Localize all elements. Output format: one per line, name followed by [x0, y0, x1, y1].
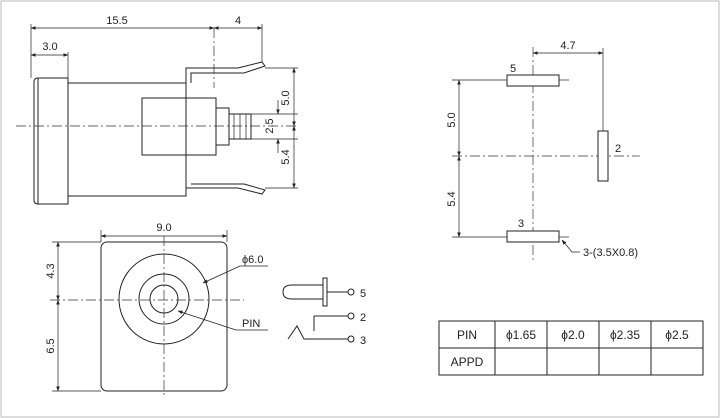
footprint-pad-3: [506, 230, 560, 243]
footprint-note: 3-(3.5X0.8): [583, 247, 638, 259]
footprint-pin-5: 5: [510, 63, 516, 75]
schematic: 5 2 3: [282, 277, 366, 347]
dim-upper: 5.0: [280, 90, 292, 105]
dim-footprint-lower: 5.4: [446, 191, 458, 206]
dim-front-lower: 6.5: [45, 338, 57, 353]
footprint-pad-5: [506, 74, 560, 87]
dim-length: 15.5: [106, 15, 127, 27]
schematic-pin-5: 5: [360, 288, 366, 300]
dim-width: 9.0: [156, 222, 171, 234]
table-row-appd: APPD: [451, 355, 484, 369]
table-col-4: ϕ2.5: [665, 328, 689, 342]
table-col-3: ϕ2.35: [610, 328, 640, 342]
footprint-pin-3: 3: [518, 218, 524, 230]
schematic-pin-2: 2: [360, 312, 366, 324]
front-view: 9.0 4.3 6.5 ϕ6.0 PIN: [45, 222, 268, 396]
dim-pin: 2.5: [264, 118, 276, 133]
table-col-2: ϕ2.0: [561, 328, 585, 342]
table-col-1: ϕ1.65: [506, 328, 536, 342]
dim-footprint-upper: 5.0: [446, 112, 458, 127]
label-diameter: ϕ6.0: [242, 254, 263, 266]
dim-tip: 4: [235, 15, 241, 27]
dim-front-upper: 4.3: [45, 263, 57, 278]
footprint-view: 5 2 3 4.7 5.0 5.4 3-(3.5X0.8): [446, 40, 640, 262]
footprint-pin-2: 2: [615, 143, 621, 155]
schematic-pin-3: 3: [360, 335, 366, 347]
dim-front: 3.0: [42, 41, 57, 53]
side-view: 15.5 4 3.0 5.0 2.5 5.4: [16, 15, 298, 205]
footprint-pad-2: [597, 130, 609, 182]
dim-lower: 5.4: [280, 149, 292, 164]
table-row-pin: PIN: [457, 328, 477, 342]
label-pin: PIN: [242, 318, 260, 330]
pin-table: PIN APPD ϕ1.65 ϕ2.0 ϕ2.35 ϕ2.5: [438, 320, 704, 376]
dim-horizontal: 4.7: [560, 40, 575, 52]
